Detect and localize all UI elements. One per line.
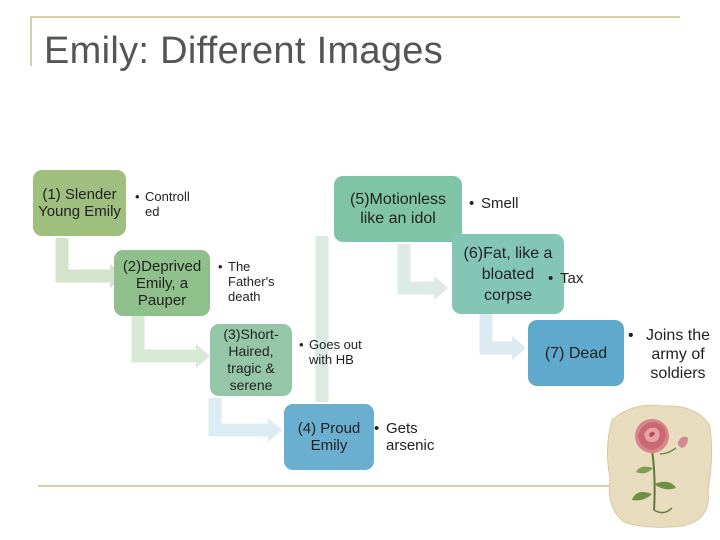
- arrow-1-to-2: [55, 238, 110, 283]
- stage-1-note-text: Controll ed: [145, 189, 190, 219]
- stage-6-note-text: Tax: [560, 270, 584, 287]
- stage-3-note: • Goes out with HB: [299, 337, 371, 367]
- stage-6-note: • Tax: [548, 270, 598, 287]
- stage-3-box: (3)Short-Haired, tragic & serene: [210, 324, 292, 396]
- bullet-marker: •: [299, 337, 304, 352]
- stage-2-note: • The Father's death: [218, 259, 286, 304]
- arrow-3-to-4: [208, 398, 268, 437]
- bullet-marker: •: [374, 420, 380, 437]
- arrow-head-6: [512, 336, 526, 360]
- bullet-marker: •: [548, 270, 554, 287]
- stage-5-box: (5)Motionless like an idol: [334, 176, 462, 242]
- arrow-2-to-3: [131, 316, 196, 363]
- stage-4-note: • Gets arsenic: [374, 420, 446, 454]
- stage-7-box: (7) Dead: [528, 320, 624, 386]
- stage-4-box: (4) Proud Emily: [284, 404, 374, 470]
- slide-title: Emily: Different Images: [44, 30, 443, 72]
- bullet-marker: •: [628, 327, 634, 344]
- stage-1-box: (1) Slender Young Emily: [33, 170, 126, 236]
- arrow-6-to-7: [479, 314, 512, 355]
- bullet-marker: •: [469, 195, 475, 212]
- stage-5-note-text: Smell: [481, 195, 519, 212]
- arrow-head-5: [434, 276, 448, 300]
- bullet-marker: •: [218, 259, 223, 274]
- stage-5-note: • Smell: [469, 195, 539, 212]
- stage-2-box: (2)Deprived Emily, a Pauper: [114, 250, 210, 316]
- stage-4-note-text: Gets arsenic: [386, 420, 435, 454]
- stage-7-note-text: Joins the army of soldiers: [645, 327, 711, 382]
- stage-6-box: (6)Fat, like a bloated corpse: [452, 234, 564, 314]
- bullet-marker: •: [135, 189, 140, 204]
- rose-flower-image: [606, 404, 713, 528]
- stage-1-note: • Controll ed: [135, 189, 203, 219]
- arrow-5-to-6: [397, 244, 434, 295]
- stage-3-note-text: Goes out with HB: [309, 337, 362, 367]
- arrow-head-3: [268, 418, 282, 442]
- arrow-head-2: [196, 344, 210, 368]
- stage-2-note-text: The Father's death: [228, 259, 275, 304]
- stage-7-note: • Joins the army of soldiers: [628, 326, 716, 383]
